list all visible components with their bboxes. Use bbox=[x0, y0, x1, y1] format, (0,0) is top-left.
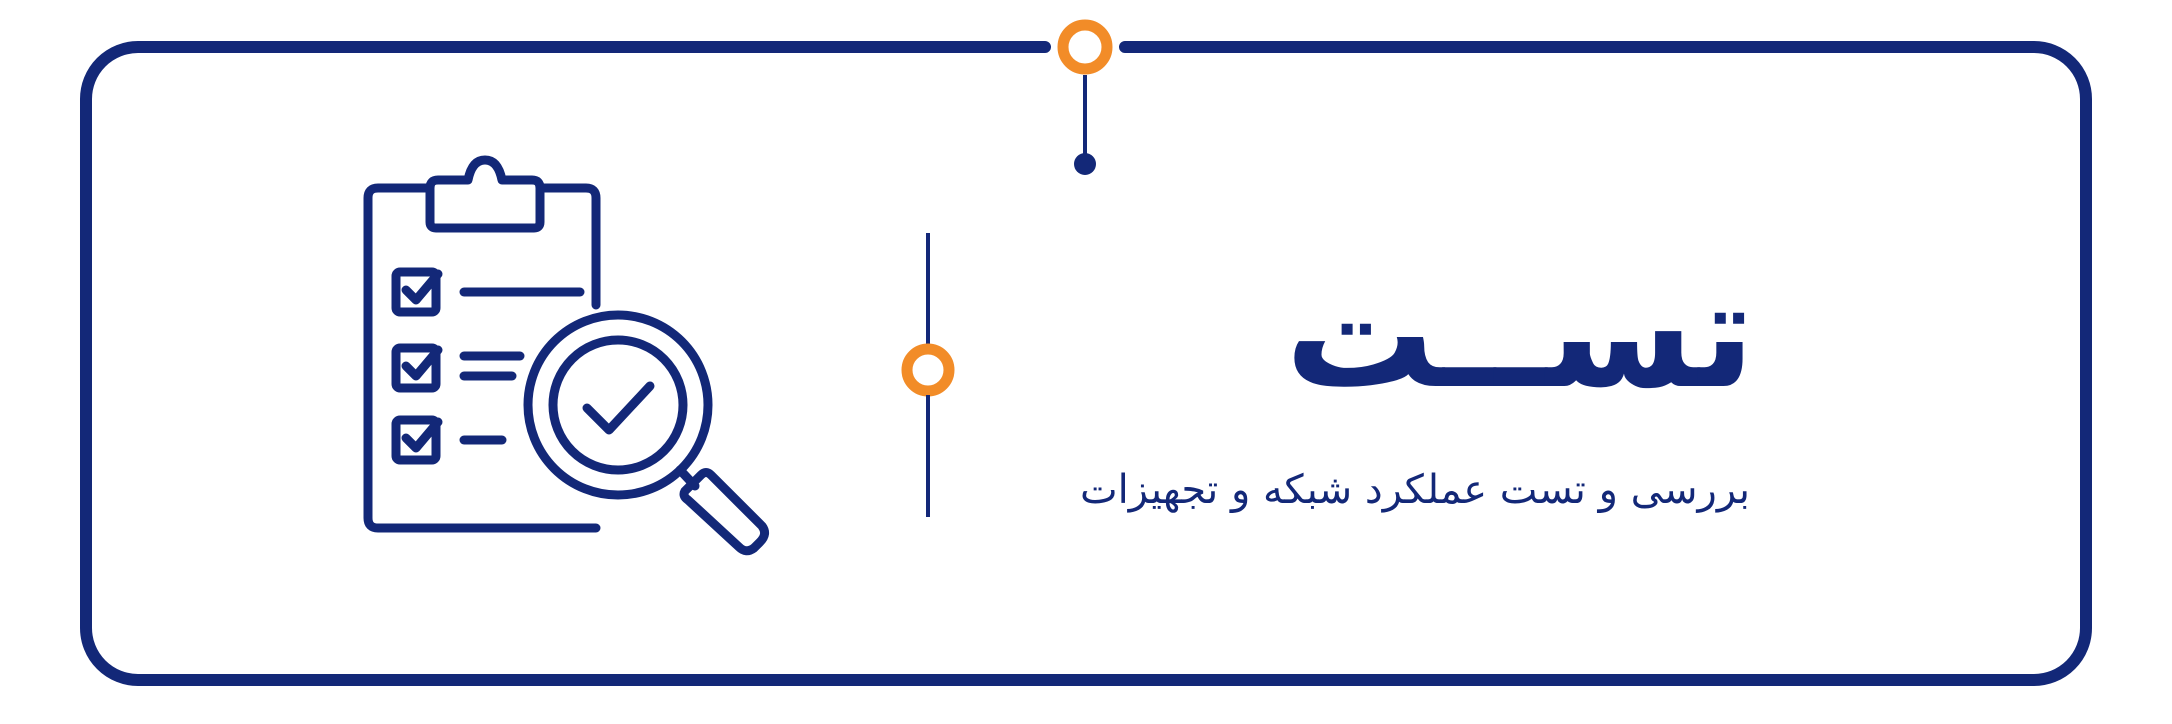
page-subtitle: بررسی و تست عملکرد شبکه و تجهیزات bbox=[1080, 467, 1751, 513]
top-connector-dot bbox=[1074, 153, 1096, 175]
clipboard-checklist-magnifier-icon bbox=[350, 150, 780, 580]
page-title: تســت bbox=[1284, 248, 1756, 422]
top-orange-ring bbox=[1057, 19, 1113, 75]
frame-border bbox=[80, 41, 2092, 686]
divider-orange-ring bbox=[901, 343, 955, 397]
